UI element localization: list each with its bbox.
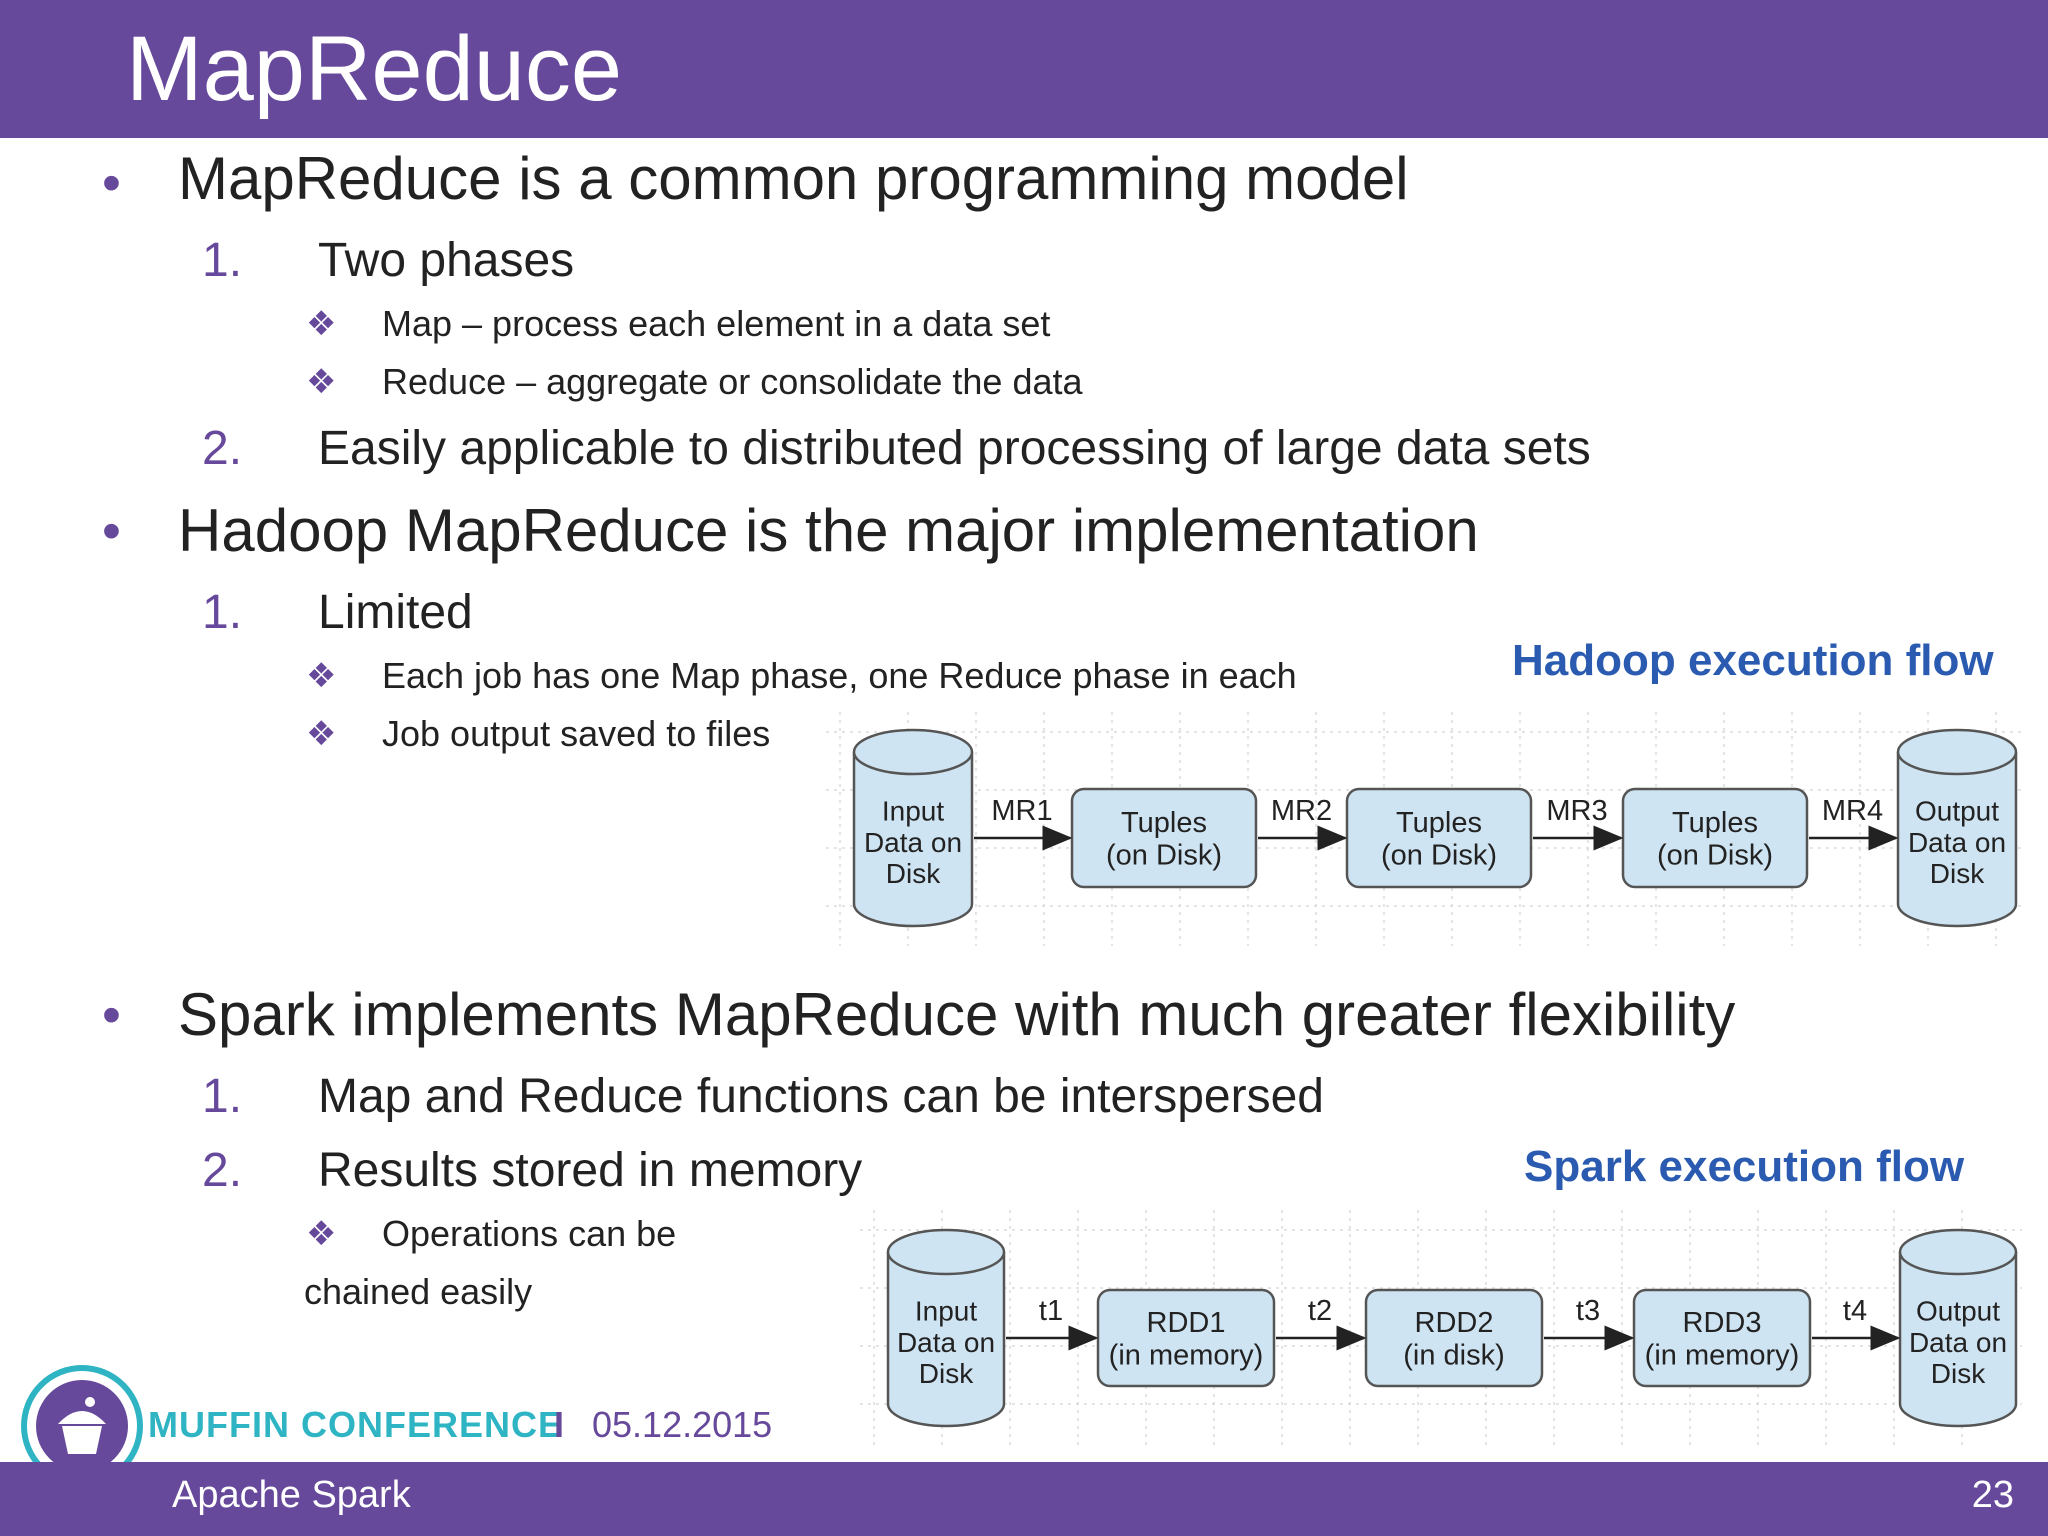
input-data-cylinder-label-line: Disk [919,1358,974,1389]
number-marker: 1. [202,234,243,287]
bullet-programming-model: MapReduce is a common programming model [178,145,1409,212]
number-marker: 1. [202,586,243,639]
flow-edge-label: MR3 [1546,795,1607,827]
flow-node-label-line: (on Disk) [1657,839,1773,871]
flow-node-label-line: RDD1 [1147,1307,1226,1339]
input-data-cylinder-label-line: Disk [886,858,941,889]
flow-node-label-line: (in disk) [1403,1339,1505,1371]
bullet-marker: • [102,501,121,561]
input-data-cylinder-label-line: Data on [864,827,962,858]
title-bar [0,0,2048,138]
flow-node-label-line: Tuples [1672,807,1758,839]
flow-node-box: Tuples(on Disk) [1345,787,1533,889]
flow-node-label-line: (on Disk) [1381,839,1497,871]
flow-node-label: RDD2(in disk) [1403,1307,1505,1371]
subitem-chained-2: chained easily [304,1271,533,1312]
output-data-cylinder-label-line: Disk [1931,1358,1986,1389]
flow-node-label-line: (on Disk) [1106,839,1222,871]
number-marker: 2. [202,422,243,475]
diamond-bullet-icon: ❖ [306,363,337,401]
muffin-conference-logo [21,1365,143,1487]
spark-flow-title: Spark execution flow [1524,1142,1965,1191]
input-data-cylinder-label-line: Input [882,795,944,826]
flow-node-label-line: RDD3 [1683,1307,1762,1339]
flow-edge-label: MR4 [1822,795,1883,827]
flow-edge-label: MR2 [1271,795,1332,827]
flow-edge-label: t3 [1576,1295,1600,1327]
flow-node-label: Tuples(on Disk) [1657,807,1773,871]
output-data-cylinder-label-line: Output [1915,795,1999,826]
flow-node-box: Tuples(on Disk) [1070,787,1258,889]
subitem-chained-1: Operations can be [382,1213,677,1254]
subitem-reduce: Reduce – aggregate or consolidate the da… [382,361,1083,402]
flow-node-box: Tuples(on Disk) [1621,787,1809,889]
number-marker: 1. [202,1070,243,1123]
item-two-phases: Two phases [318,234,575,287]
flow-node-label-line: Tuples [1396,807,1482,839]
output-data-cylinder-label-line: Disk [1930,858,1985,889]
flow-node-label: RDD1(in memory) [1109,1307,1264,1371]
item-distributed: Easily applicable to distributed process… [318,422,1591,475]
slide-title: MapReduce [126,18,623,120]
bullet-hadoop: Hadoop MapReduce is the major implementa… [178,497,1479,564]
flow-node-label: Tuples(on Disk) [1106,807,1222,871]
flow-edge-label: t1 [1039,1295,1063,1327]
subitem-one-phase: Each job has one Map phase, one Reduce p… [382,655,1297,696]
flow-node-label: RDD3(in memory) [1645,1307,1800,1371]
input-data-cylinder-label-line: Input [915,1295,977,1326]
bullet-marker: • [102,985,121,1045]
output-data-cylinder-label-line: Data on [1909,1327,2007,1358]
flow-edge-label: MR1 [991,795,1052,827]
flow-node-label-line: (in memory) [1645,1339,1800,1371]
subitem-map: Map – process each element in a data set [382,303,1051,344]
bullet-spark: Spark implements MapReduce with much gre… [178,981,1736,1048]
flow-edge-label: t4 [1843,1295,1867,1327]
input-data-cylinder-label-line: Data on [897,1327,995,1358]
flow-node-box: RDD2(in disk) [1364,1288,1544,1388]
number-marker: 2. [202,1144,243,1197]
diamond-bullet-icon: ❖ [306,715,337,753]
diagram-grid [860,1210,2022,1446]
hadoop-flow-title: Hadoop execution flow [1512,636,1994,685]
diamond-bullet-icon: ❖ [306,1215,337,1253]
flow-node-box: RDD3(in memory) [1632,1288,1812,1388]
item-limited: Limited [318,586,473,639]
page-number: 23 [1971,1474,2014,1516]
output-data-cylinder-label-line: Data on [1908,827,2006,858]
conference-separator: I [554,1404,565,1445]
conference-date: 05.12.2015 [592,1404,773,1445]
flow-node-label: Tuples(on Disk) [1381,807,1497,871]
flow-edge-label: t2 [1308,1295,1332,1327]
subitem-job-output: Job output saved to files [382,713,771,754]
flow-node-label-line: RDD2 [1415,1307,1494,1339]
flow-node-label-line: (in memory) [1109,1339,1264,1371]
diamond-bullet-icon: ❖ [306,305,337,343]
flow-node-box: RDD1(in memory) [1096,1288,1276,1388]
item-interspersed: Map and Reduce functions can be interspe… [318,1070,1324,1123]
conference-name: MUFFIN CONFERENCE [148,1404,563,1445]
flow-node-label-line: Tuples [1121,807,1207,839]
output-data-cylinder-label-line: Output [1916,1295,2000,1326]
bullet-marker: • [102,153,121,213]
footer-bar [0,1462,2048,1536]
item-memory: Results stored in memory [318,1144,863,1197]
footer-title: Apache Spark [172,1474,411,1516]
diamond-bullet-icon: ❖ [306,657,337,695]
